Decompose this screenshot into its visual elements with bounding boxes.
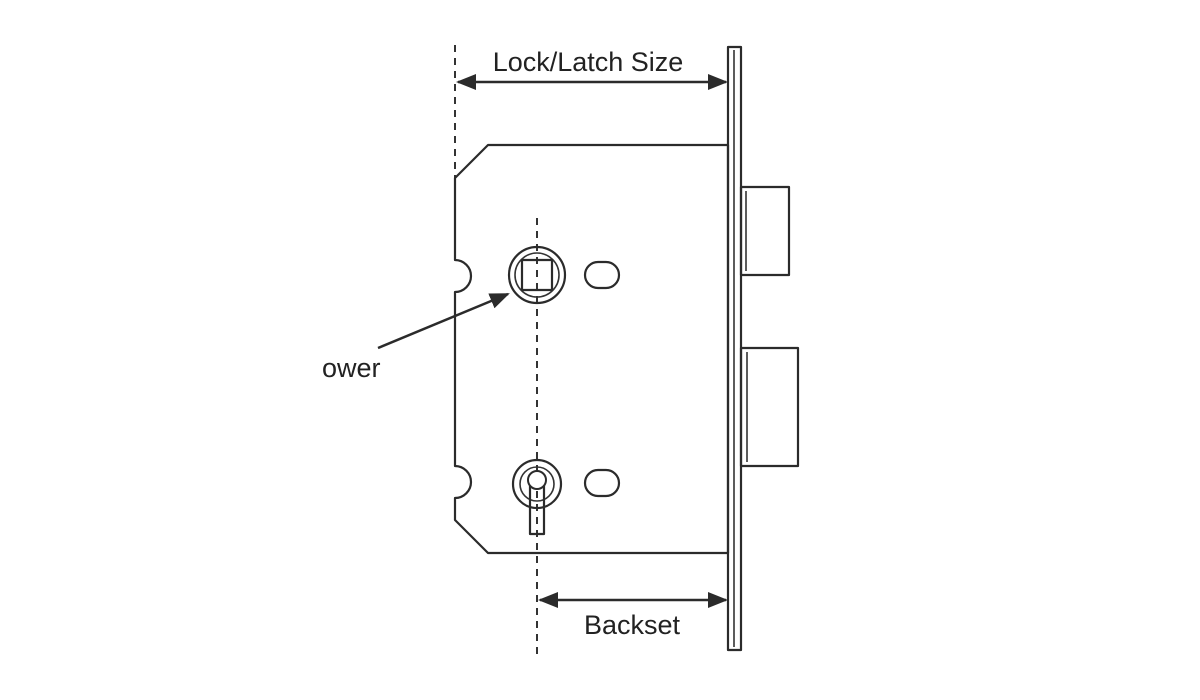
latch-bolt — [739, 346, 800, 468]
follower-pointer-arrow — [377, 292, 510, 350]
lock-latch-size-label: Lock/Latch Size — [493, 47, 684, 77]
upper-fixing-slot — [583, 260, 621, 290]
lock-case-body — [453, 143, 730, 555]
lower-fixing-slot — [583, 468, 621, 498]
follower-label: ower — [322, 353, 381, 383]
deadbolt — [739, 185, 791, 277]
backset-label: Backset — [584, 610, 681, 640]
keyhole — [511, 458, 563, 536]
follower — [507, 245, 567, 305]
